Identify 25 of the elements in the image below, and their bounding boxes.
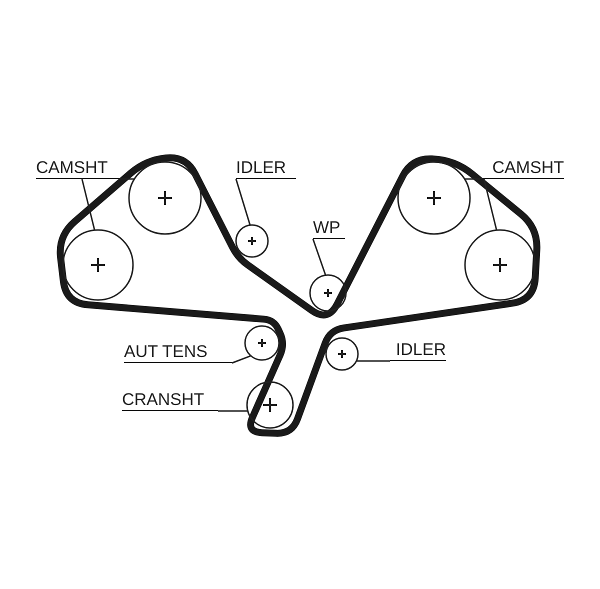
leader-line	[81, 178, 96, 230]
leader-line	[120, 178, 134, 180]
pulley	[128, 161, 202, 235]
leader-line	[218, 410, 248, 412]
pulley-label: CAMSHT	[480, 158, 564, 179]
pulley	[235, 224, 269, 258]
leader-line	[312, 238, 326, 276]
pulley	[397, 161, 471, 235]
pulley-label: IDLER	[236, 158, 296, 179]
pulley	[325, 337, 359, 371]
pulley-label: CAMSHT	[36, 158, 120, 179]
pulley-label: WP	[313, 218, 345, 239]
pulley	[244, 325, 280, 361]
leader-line	[356, 360, 390, 362]
pulley	[309, 274, 347, 312]
leader-line	[483, 178, 498, 230]
leader-line	[464, 178, 480, 180]
leader-line	[235, 178, 251, 226]
pulley	[62, 229, 134, 301]
pulley	[246, 381, 294, 429]
pulley-label: IDLER	[390, 340, 446, 361]
pulley-label: CRANSHT	[122, 390, 218, 411]
pulley-label: AUT TENS	[124, 342, 232, 363]
leader-line	[232, 355, 252, 364]
pulley	[464, 229, 536, 301]
